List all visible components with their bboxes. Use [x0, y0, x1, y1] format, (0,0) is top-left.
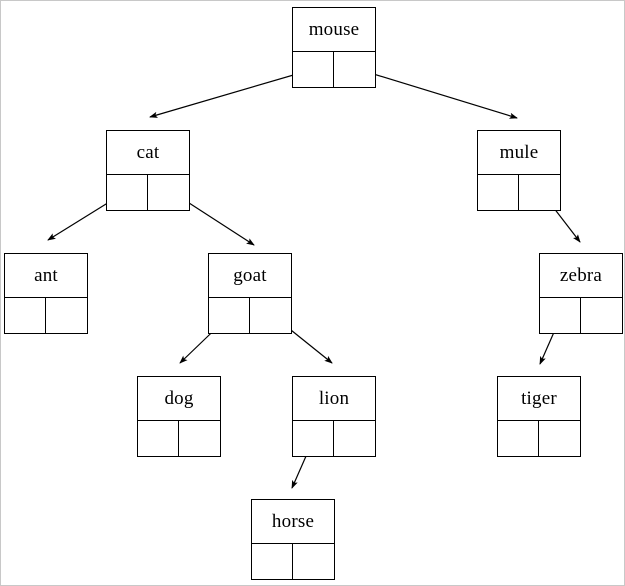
tree-node-left-pointer-cell — [478, 175, 519, 210]
tree-node-right-pointer-cell — [148, 175, 189, 210]
tree-node-right-pointer-cell — [250, 298, 291, 333]
tree-node-zebra[interactable]: zebra — [539, 253, 623, 334]
tree-node-pointer-cells — [138, 420, 220, 456]
tree-node-cat[interactable]: cat — [106, 130, 190, 211]
tree-node-tiger[interactable]: tiger — [497, 376, 581, 457]
tree-node-left-pointer-cell — [107, 175, 148, 210]
tree-node-pointer-cells — [498, 420, 580, 456]
tree-node-label: tiger — [521, 388, 557, 409]
tree-node-mouse[interactable]: mouse — [292, 7, 376, 88]
tree-edge-mouse-to-mule — [353, 67, 518, 119]
tree-node-label: lion — [318, 388, 350, 409]
tree-node-pointer-cells — [252, 543, 334, 579]
tree-node-pointer-cells — [293, 420, 375, 456]
tree-node-label: mule — [499, 142, 539, 163]
tree-node-left-pointer-cell — [498, 421, 539, 456]
tree-node-right-pointer-cell — [539, 421, 580, 456]
tree-node-right-pointer-cell — [334, 52, 375, 87]
tree-node-label: horse — [271, 511, 315, 532]
tree-node-right-pointer-cell — [334, 421, 375, 456]
tree-node-label: dog — [164, 388, 194, 409]
tree-node-right-pointer-cell — [179, 421, 220, 456]
tree-node-lion[interactable]: lion — [292, 376, 376, 457]
tree-node-pointer-cells — [540, 297, 622, 333]
tree-node-label: mouse — [308, 19, 360, 40]
tree-node-pointer-cells — [5, 297, 87, 333]
tree-node-right-pointer-cell — [293, 544, 334, 579]
tree-node-left-pointer-cell — [5, 298, 46, 333]
tree-node-label: cat — [136, 142, 160, 163]
tree-node-left-pointer-cell — [252, 544, 293, 579]
tree-node-goat[interactable]: goat — [208, 253, 292, 334]
tree-node-horse[interactable]: horse — [251, 499, 335, 580]
tree-node-label: zebra — [559, 265, 603, 286]
tree-node-right-pointer-cell — [519, 175, 560, 210]
tree-node-ant[interactable]: ant — [4, 253, 88, 334]
tree-node-left-pointer-cell — [540, 298, 581, 333]
tree-node-pointer-cells — [209, 297, 291, 333]
tree-node-left-pointer-cell — [293, 52, 334, 87]
tree-edge-mouse-to-cat — [149, 68, 315, 118]
tree-node-label: goat — [233, 265, 267, 286]
tree-node-right-pointer-cell — [46, 298, 87, 333]
tree-node-pointer-cells — [293, 51, 375, 87]
tree-node-left-pointer-cell — [138, 421, 179, 456]
tree-node-pointer-cells — [478, 174, 560, 210]
tree-node-mule[interactable]: mule — [477, 130, 561, 211]
tree-node-pointer-cells — [107, 174, 189, 210]
tree-node-left-pointer-cell — [209, 298, 250, 333]
tree-node-left-pointer-cell — [293, 421, 334, 456]
tree-node-dog[interactable]: dog — [137, 376, 221, 457]
tree-node-right-pointer-cell — [581, 298, 622, 333]
tree-node-label: ant — [34, 265, 58, 286]
